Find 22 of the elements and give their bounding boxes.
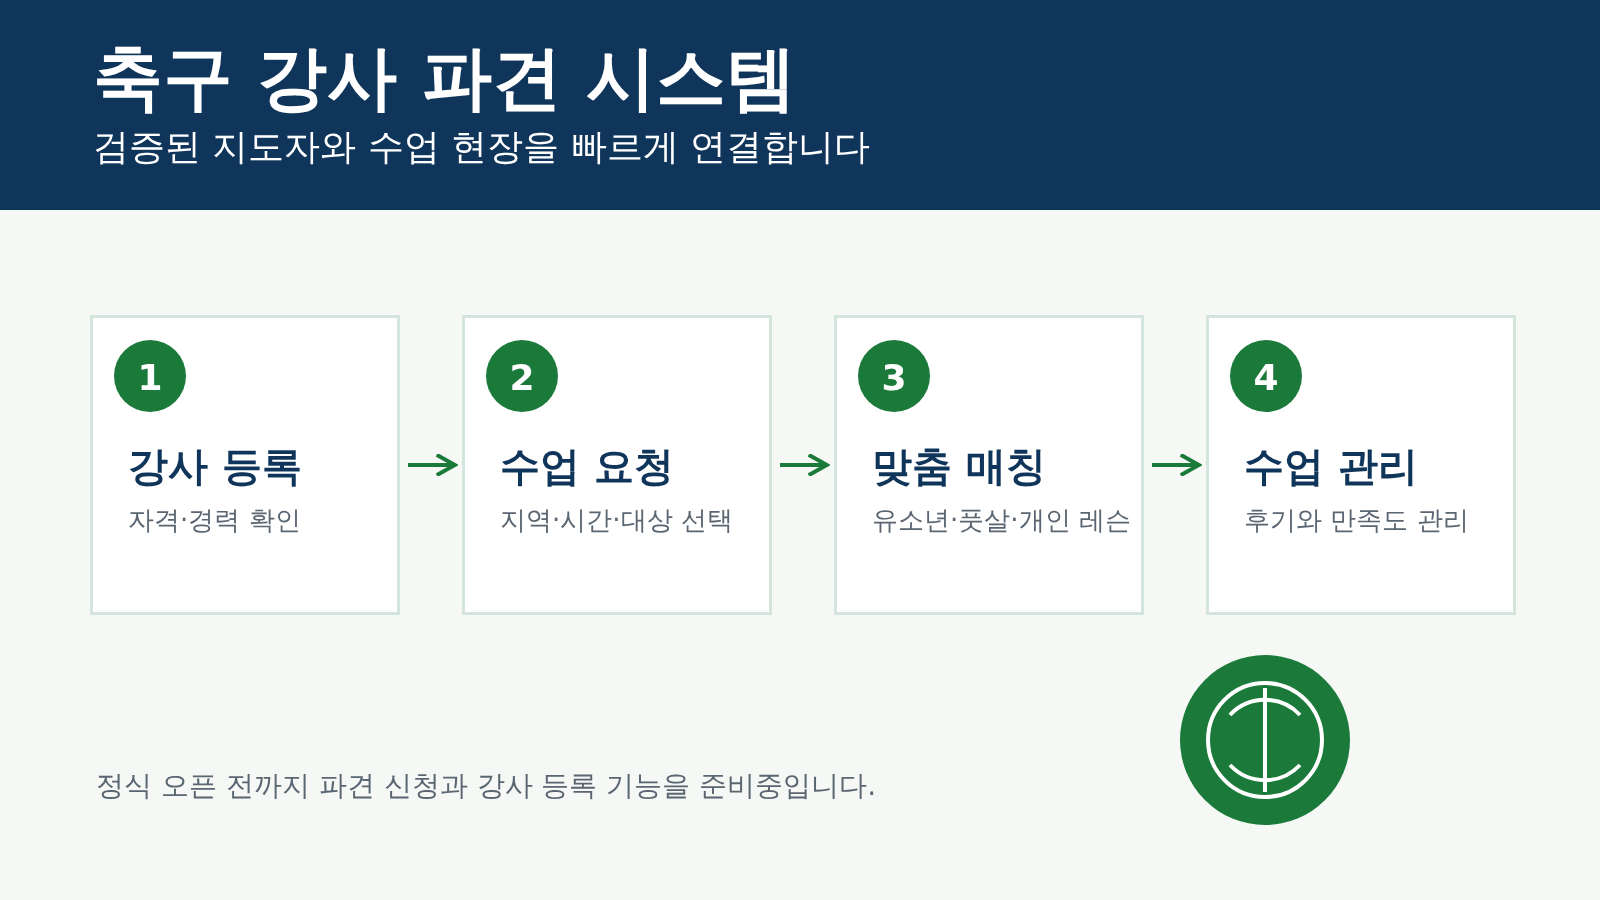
step-card xyxy=(90,315,400,615)
step-title: 강사 등록 xyxy=(128,442,302,490)
step-card xyxy=(834,315,1144,615)
step-title: 수업 관리 xyxy=(1244,442,1418,490)
step-title: 맞춤 매칭 xyxy=(872,442,1046,490)
title: 축구 강사 파견 시스템 xyxy=(93,38,797,119)
step-card xyxy=(462,315,772,615)
step-number: 3 xyxy=(858,340,930,412)
step-card xyxy=(1206,315,1516,615)
footer-note: 정식 오픈 전까지 파견 신청과 강사 등록 기능을 준비중입니다. xyxy=(96,768,877,804)
step-description: 유소년·풋살·개인 레슨 xyxy=(872,504,1131,537)
subtitle: 검증된 지도자와 수업 현장을 빠르게 연결합니다 xyxy=(93,124,871,168)
arrow xyxy=(408,453,457,477)
arrow xyxy=(780,453,829,477)
step-number: 4 xyxy=(1230,340,1302,412)
step-title: 수업 요청 xyxy=(500,442,674,490)
step-number: 1 xyxy=(114,340,186,412)
step-number: 2 xyxy=(486,340,558,412)
step-description: 후기와 만족도 관리 xyxy=(1244,504,1469,537)
arrow xyxy=(1152,453,1201,477)
step-description: 자격·경력 확인 xyxy=(128,504,301,537)
step-description: 지역·시간·대상 선택 xyxy=(500,504,733,537)
